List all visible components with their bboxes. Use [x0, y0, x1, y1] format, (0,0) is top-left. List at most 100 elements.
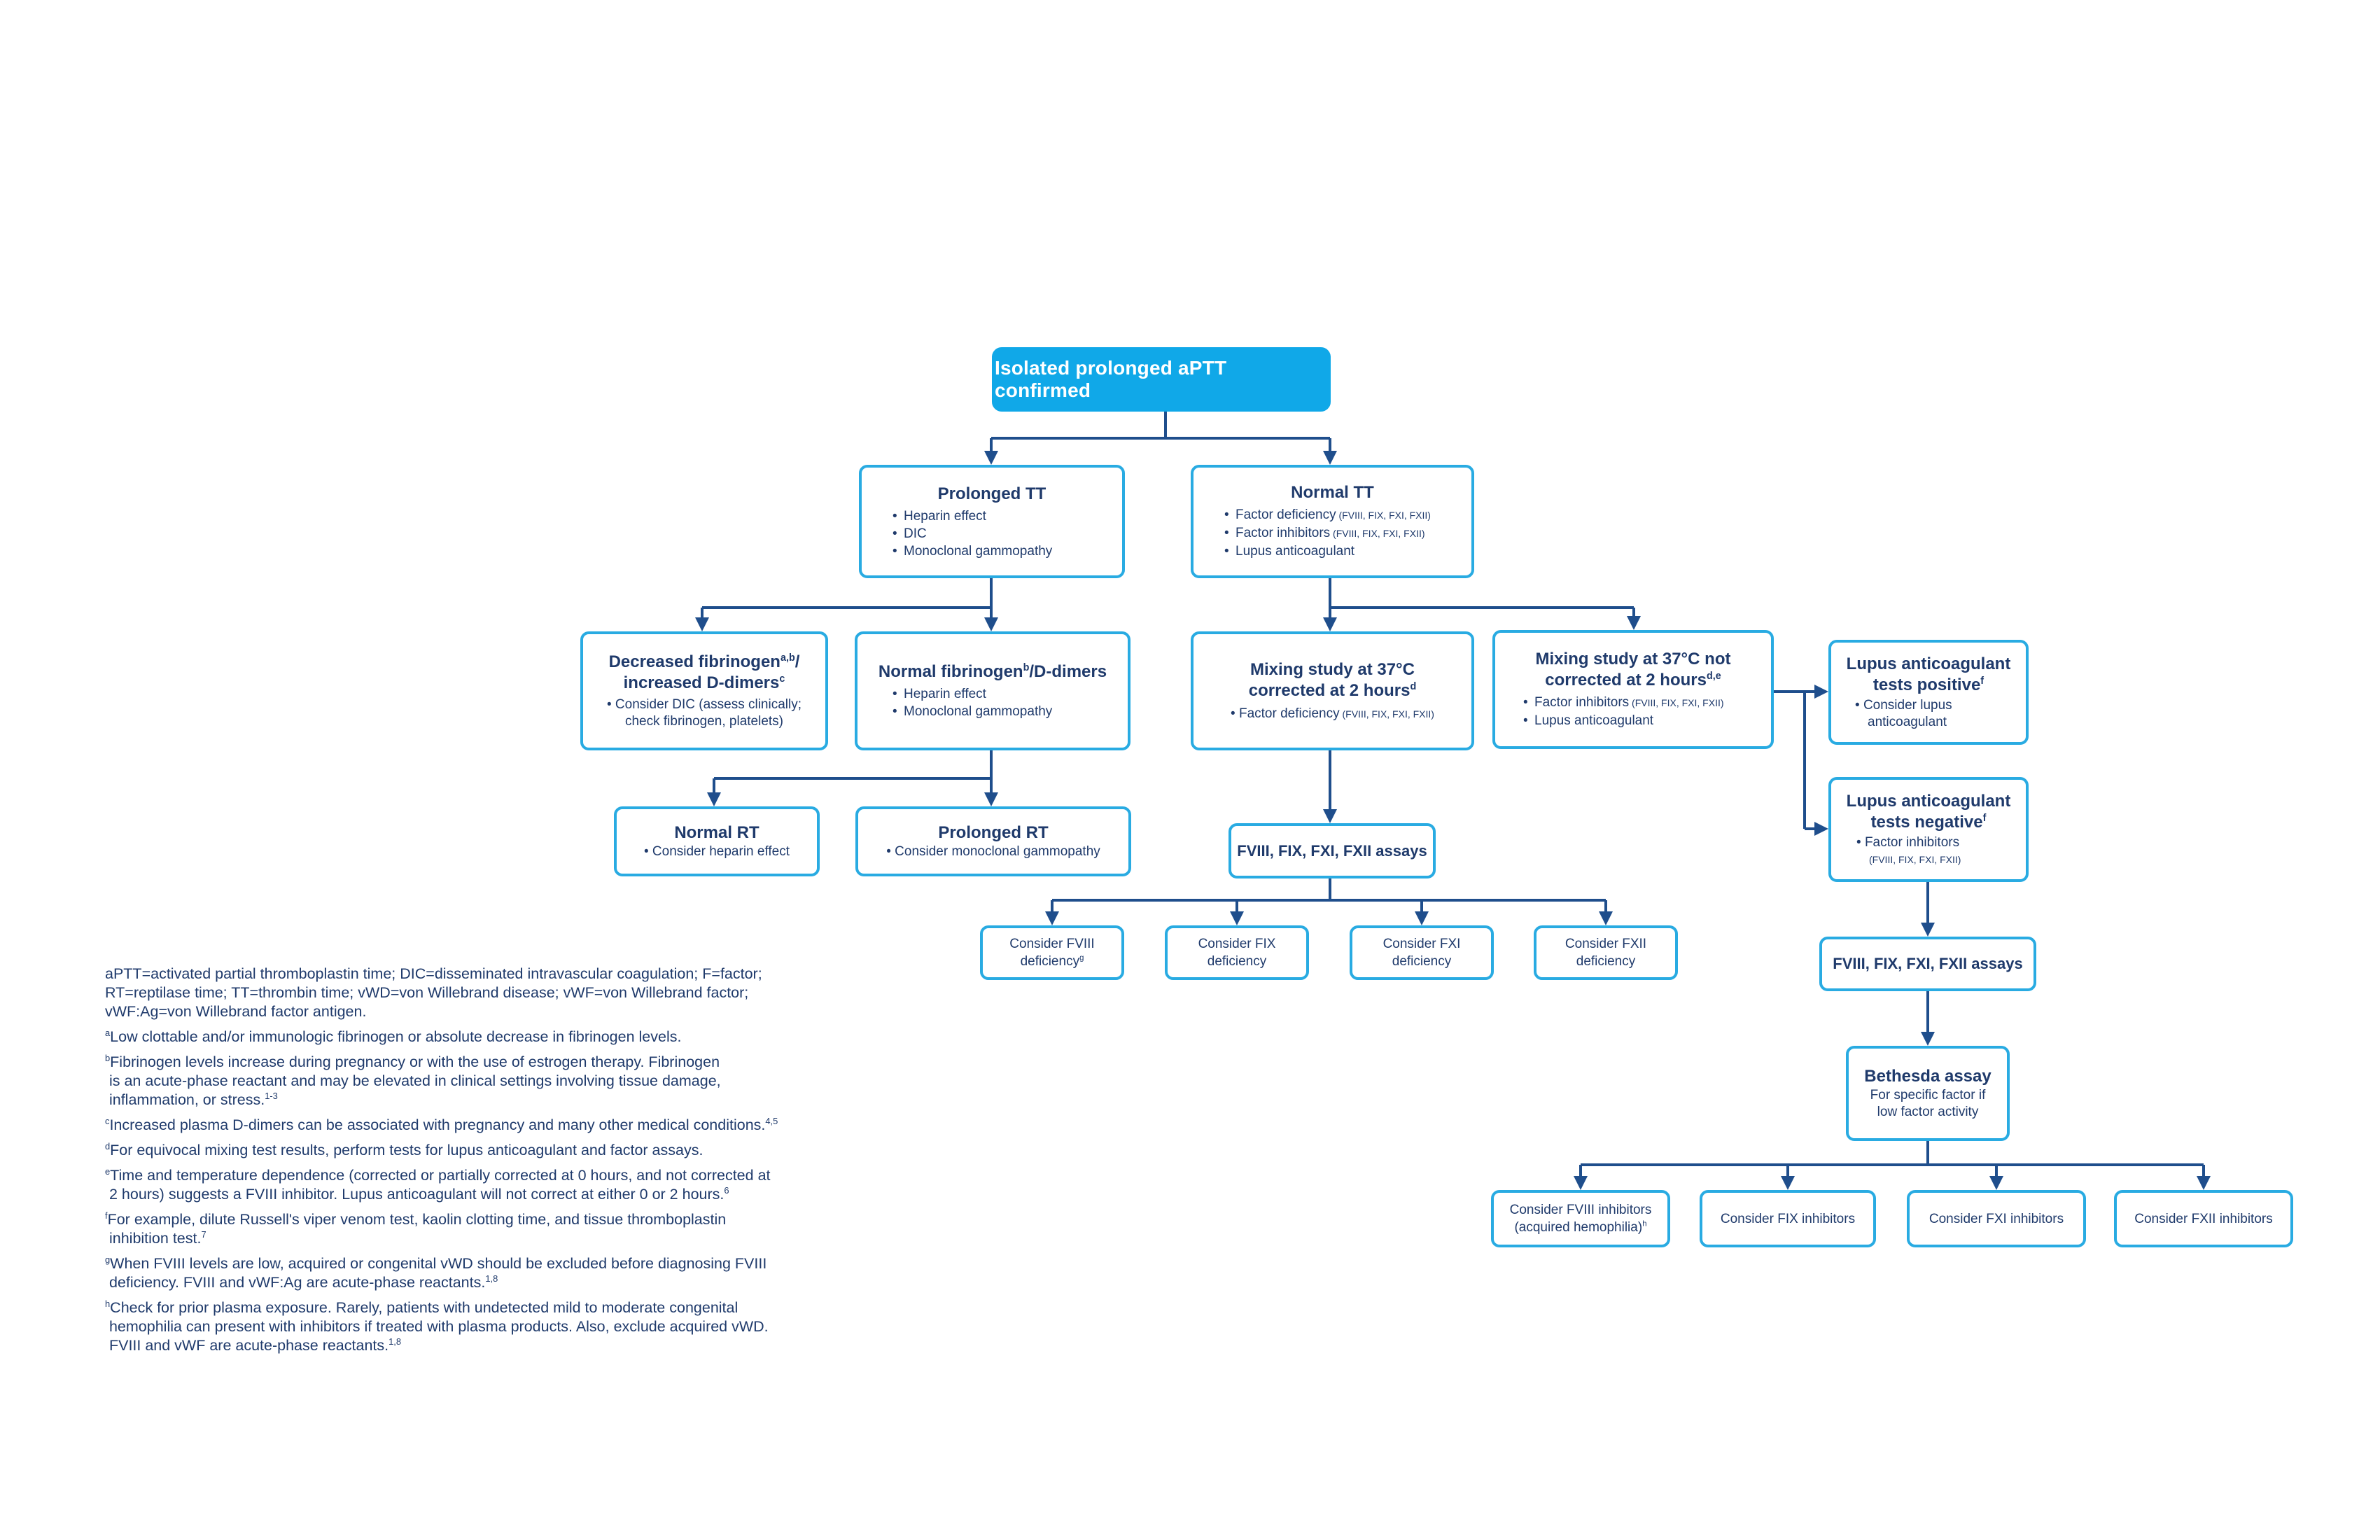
abbreviation-line: RT=reptilase time; TT=thrombin time; vWD…: [105, 984, 749, 1001]
deficiency-line: deficiency: [1576, 954, 1636, 969]
footnote-line: For equivocal mixing test results, perfo…: [110, 1142, 704, 1158]
bullet-text: Factor inhibitors: [1534, 695, 1630, 710]
reference-mark: 7: [201, 1228, 206, 1240]
normal-rt-bullet: • Consider heparin effect: [644, 844, 790, 860]
lupus-negative-bullet: • Factor inhibitors (FVIII, FIX, FXI, FX…: [1856, 834, 2026, 868]
bethesda-line: low factor activity: [1877, 1105, 1979, 1119]
footnote-mark: a,b: [780, 652, 795, 664]
bullet-dot: •: [1231, 706, 1239, 721]
abbreviations: aPTT=activated partial thromboplastin ti…: [105, 965, 889, 1021]
bullet-text: check fibrinogen, platelets): [624, 714, 783, 729]
bullet-text: Factor inhibitors: [1864, 835, 1960, 850]
bullet-dot: •: [606, 697, 615, 712]
footnote-g: gWhen FVIII levels are low, acquired or …: [105, 1254, 889, 1292]
prolonged-tt-bullets: Heparin effect DIC Monoclonal gammopathy: [891, 507, 1122, 560]
title-text: Lupus anticoagulant: [1846, 654, 2011, 673]
bullet-dot: •: [1855, 698, 1863, 713]
footnote-line: Check for prior plasma exposure. Rarely,…: [110, 1299, 738, 1316]
mix-not-corrected-bullet: Lupus anticoagulant: [1522, 712, 1771, 730]
footnotes: aPTT=activated partial thromboplastin ti…: [105, 965, 889, 1362]
bullet-text: Consider lupus: [1863, 698, 1952, 713]
footnote-e: eTime and temperature dependence (correc…: [105, 1166, 889, 1204]
lupus-positive-bullet: • Consider lupus anticoagulant: [1855, 697, 2026, 731]
bullet-text: Factor deficiency: [1238, 706, 1340, 721]
normal-tt-bullets: Factor deficiency (FVIII, FIX, FXI, FXII…: [1223, 506, 1471, 561]
inhibitor-line: Consider FVIII inhibitors: [1509, 1203, 1652, 1217]
bullet-dot: •: [1856, 835, 1865, 850]
root-node: Isolated prolonged aPTT confirmed: [992, 347, 1331, 412]
footnote-line: is an acute-phase reactant and may be el…: [105, 1072, 721, 1089]
prolonged-tt-bullet: Monoclonal gammopathy: [891, 542, 1122, 560]
footnote-mark: d: [105, 1140, 111, 1152]
inhibitor-text: Consider FVIII inhibitors(acquired hemop…: [1510, 1201, 1652, 1236]
footnote-mark: b: [105, 1052, 111, 1063]
title-text: /: [794, 652, 800, 671]
footnote-line: For example, dilute Russell's viper veno…: [107, 1211, 727, 1228]
normal-tt-bullet: Factor inhibitors (FVIII, FIX, FXI, FXII…: [1223, 524, 1471, 542]
title-text: Mixing study at 37°C not: [1535, 650, 1731, 668]
mix-not-corrected-bullet: Factor inhibitors (FVIII, FIX, FXI, FXII…: [1522, 694, 1771, 712]
footnote-mark: c: [779, 673, 785, 685]
lupus-negative-title: Lupus anticoagulant tests negativef: [1831, 791, 2026, 833]
footnote-f: fFor example, dilute Russell's viper ven…: [105, 1210, 889, 1248]
footnote-line: 2 hours) suggests a FVIII inhibitor. Lup…: [105, 1186, 724, 1203]
footnote-mark: d,e: [1706, 671, 1721, 682]
deficiency-line: deficiency: [1207, 954, 1267, 969]
lupus-positive-node: Lupus anticoagulant tests positivef • Co…: [1828, 640, 2029, 745]
footnote-mark: f: [1982, 813, 1987, 824]
prolonged-tt-node: Prolonged TT Heparin effect DIC Monoclon…: [859, 465, 1125, 578]
title-text: Normal fibrinogen: [878, 662, 1023, 681]
normal-fibrinogen-bullets: Heparin effect Monoclonal gammopathy: [891, 685, 1128, 720]
connector-normal-fibrinogen: [714, 750, 993, 780]
connector-normal-tt: [1329, 578, 1634, 609]
title-text: tests negative: [1870, 813, 1983, 832]
abbreviation-line: vWF:Ag=von Willebrand factor antigen.: [105, 1003, 367, 1020]
footnote-mark: e: [105, 1166, 111, 1177]
assays-right-node: FVIII, FIX, FXI, FXII assays: [1819, 937, 2036, 991]
reference-mark: 1,8: [388, 1336, 402, 1347]
mix-not-corrected-title: Mixing study at 37°C not corrected at 2 …: [1495, 649, 1771, 691]
bullet-text: anticoagulant: [1868, 715, 1947, 729]
bullet-dot: •: [886, 844, 895, 859]
connector-bethesda: [1581, 1141, 2204, 1166]
footnote-mark: f: [105, 1210, 108, 1221]
footnote-mark: h: [105, 1298, 111, 1309]
reference-mark: 1-3: [265, 1090, 278, 1101]
connector-mix-not-corrected: [1772, 690, 1806, 829]
normal-tt-bullet: Lupus anticoagulant: [1223, 542, 1471, 561]
connector-root: [991, 412, 1330, 440]
bullet-text: Consider DIC (assess clinically;: [615, 697, 802, 712]
bullet-text: Factor deficiency: [1236, 507, 1336, 522]
deficiency-line: Consider FXI: [1382, 937, 1461, 951]
mix-corrected-bullet: • Factor deficiency (FVIII, FIX, FXI, FX…: [1231, 706, 1434, 722]
footnote-mark: g: [105, 1254, 111, 1265]
reference-mark: 4,5: [765, 1115, 778, 1126]
root-title: Isolated prolonged aPTT confirmed: [995, 357, 1227, 401]
deficiency-line: deficiency: [1392, 954, 1452, 969]
normal-fibrinogen-bullet: Heparin effect: [891, 685, 1128, 703]
normal-tt-node: Normal TT Factor deficiency (FVIII, FIX,…: [1191, 465, 1474, 578]
footnote-line: Low clottable and/or immunologic fibrino…: [110, 1028, 682, 1045]
footnote-h: hCheck for prior plasma exposure. Rarely…: [105, 1298, 889, 1355]
lupus-negative-node: Lupus anticoagulant tests negativef • Fa…: [1828, 777, 2029, 882]
footnote-line: deficiency. FVIII and vWF:Ag are acute-p…: [105, 1274, 486, 1291]
assays-right-title: FVIII, FIX, FXI, FXII assays: [1833, 955, 2023, 972]
deficiency-text: Consider FXI deficiency: [1383, 935, 1461, 970]
bethesda-title: Bethesda assay: [1864, 1067, 1991, 1086]
assays-left-node: FVIII, FIX, FXI, FXII assays: [1228, 823, 1436, 878]
footnote-mark: g: [1079, 953, 1084, 962]
inhibitor-fxii-node: Consider FXII inhibitors: [2114, 1190, 2293, 1247]
bullet-text: Lupus anticoagulant: [1236, 544, 1355, 559]
normal-rt-node: Normal RT • Consider heparin effect: [614, 806, 820, 876]
lupus-positive-title: Lupus anticoagulant tests positivef: [1831, 654, 2026, 696]
mix-corrected-node: Mixing study at 37°C corrected at 2 hour…: [1191, 631, 1474, 750]
title-text: tests positive: [1872, 676, 1981, 694]
bullet-detail: (FVIII, FIX, FXI, FXII): [1869, 854, 1961, 865]
bullet-text: Factor inhibitors: [1236, 526, 1331, 540]
footnote-line: FVIII and vWF are acute-phase reactants.: [105, 1337, 389, 1354]
